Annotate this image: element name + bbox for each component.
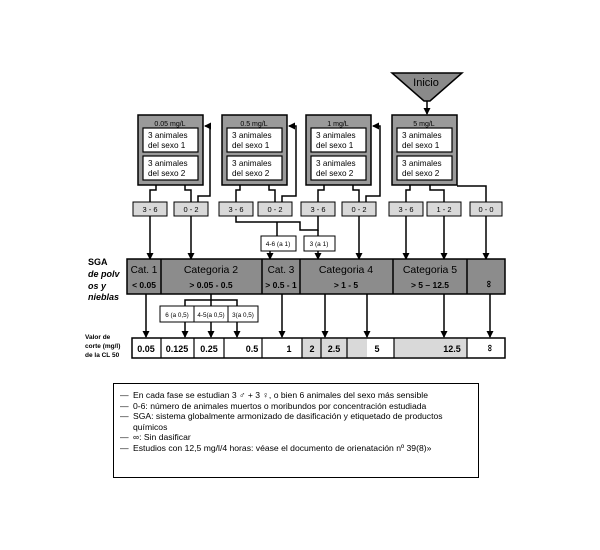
category-range: ∞ xyxy=(483,280,494,287)
category-name: Categoria 4 xyxy=(319,264,373,276)
outcome-label: 1 - 2 xyxy=(436,205,451,214)
stage-group2-line1: 3 animales xyxy=(148,159,188,168)
stage-3: 5 mg/L 3 animales del sexo 1 3 animales … xyxy=(391,114,458,186)
cutoff-value: 12.5 xyxy=(443,344,461,354)
stage-group1-line1: 3 animales xyxy=(148,131,188,140)
category-range: > 0.5 - 1 xyxy=(265,280,297,290)
mid-boxes: 4-6 (a 1) 3 (a 1) xyxy=(260,235,336,252)
stage-group1-line2: del sexo 1 xyxy=(316,141,354,150)
legend-item: — En cada fase se estudian 3 ♂ + 3 ♀, o … xyxy=(120,390,472,401)
stage-group1-line1: 3 animales xyxy=(316,131,356,140)
sga-label-line3: os y xyxy=(88,281,107,291)
cutoff-value: 0.05 xyxy=(137,344,155,354)
outcome-label: 3 - 6 xyxy=(398,205,413,214)
cutoff-value: 2.5 xyxy=(328,344,341,354)
category-name: Cat. 1 xyxy=(131,265,158,276)
stage-to-outcome-connectors xyxy=(149,185,487,202)
outcome-label: 0 - 2 xyxy=(351,205,366,214)
stage-group2-line1: 3 animales xyxy=(232,159,272,168)
legend-item: — ∞: Sin dasificar xyxy=(120,432,472,443)
legend-text: SGA: sistema globalmente armonizado de d… xyxy=(133,411,443,432)
stage-group1-line2: del sexo 1 xyxy=(402,141,440,150)
legend-dash: — xyxy=(120,442,129,453)
outcome-label: 0 - 2 xyxy=(183,205,198,214)
legend-item: — 0-6: número de animales muertos o mori… xyxy=(120,401,472,412)
category-range: < 0.05 xyxy=(132,280,156,290)
stage-group2-line2: del sexo 2 xyxy=(148,169,186,178)
stage-1: 0.5 mg/L 3 animales del sexo 1 3 animale… xyxy=(221,114,288,186)
legend-dash: — xyxy=(120,411,129,422)
stage-group1-line1: 3 animales xyxy=(402,131,442,140)
legend-dash: — xyxy=(120,390,129,400)
cutoff-value: ∞ xyxy=(484,344,495,351)
outcome-label: 3 - 6 xyxy=(310,205,325,214)
sub-box-label: 4-5(a 0,5) xyxy=(197,312,224,319)
outcome-label: 3 - 6 xyxy=(228,205,243,214)
legend-dash: — xyxy=(120,400,129,411)
stage-2: 1 mg/L 3 animales del sexo 1 3 animales … xyxy=(305,114,372,186)
stage-concentration: 0.5 mg/L xyxy=(240,121,267,128)
stage-group2-line1: 3 animales xyxy=(402,159,442,168)
category-range: > 1 - 5 xyxy=(334,280,359,290)
legend-item: — Estudios con 12,5 mg/l/4 horas: véase … xyxy=(120,443,472,454)
cutoff-value: 0.25 xyxy=(200,344,218,354)
sub-boxes: 6 (a 0,5) 4-5(a 0,5) 3(a 0,5) xyxy=(159,305,259,323)
start-label: Inicio xyxy=(413,77,439,89)
stage-group1-line2: del sexo 1 xyxy=(232,141,270,150)
cutoff-row: 0.05 0.125 0.25 0.5 1 2 2.5 5 12.5 ∞ xyxy=(131,337,506,359)
legend-text: 0-6: número de animales muertos o moribu… xyxy=(133,400,427,411)
category-name: Categoria 2 xyxy=(184,264,238,276)
outcome-down-arrows xyxy=(146,216,490,260)
start-node: Inicio xyxy=(390,72,464,115)
cutoff-value: 2 xyxy=(309,344,314,354)
stage-concentration: 0.05 mg/L xyxy=(154,121,185,128)
stage-concentration: 1 mg/L xyxy=(327,121,349,128)
stage-0: 0.05 mg/L 3 animales del sexo 1 3 animal… xyxy=(137,114,204,186)
band-to-cutoff-connectors xyxy=(142,294,494,338)
mid-connectors xyxy=(235,216,363,260)
legend-text: ∞: Sin dasificar xyxy=(133,432,191,443)
cutoff-label: Valor de corte (mg/l) de la CL 50 xyxy=(85,334,120,359)
escalation-arrows xyxy=(197,122,381,202)
stage-group2-line1: 3 animales xyxy=(316,159,356,168)
sub-box-label: 6 (a 0,5) xyxy=(165,312,188,319)
legend-text: Estudios con 12,5 mg/l/4 horas: véase el… xyxy=(133,442,432,453)
stage-group2-line2: del sexo 2 xyxy=(232,169,270,178)
legend-item: — SGA: sistema globalmente armonizado de… xyxy=(120,411,472,432)
outcome-label: 0 - 2 xyxy=(267,205,282,214)
stage-group2-line2: del sexo 2 xyxy=(316,169,354,178)
sga-label: SGA de polv os y nieblas xyxy=(88,257,120,302)
category-range: > 0.05 - 0.5 xyxy=(189,280,233,290)
sga-label-line4: nieblas xyxy=(88,292,119,302)
category-name: Cat. 3 xyxy=(268,265,295,276)
cutoff-value: 5 xyxy=(374,344,379,354)
cutoff-value: 0.125 xyxy=(166,344,189,354)
stage-group1-line1: 3 animales xyxy=(232,131,272,140)
stage-group2-line2: del sexo 2 xyxy=(402,169,440,178)
sga-label-line1: SGA xyxy=(88,257,108,267)
sga-label-line2: de polv xyxy=(88,269,120,279)
outcome-label: 3 - 6 xyxy=(142,205,157,214)
legend-text: En cada fase se estudian 3 ♂ + 3 ♀, o bi… xyxy=(133,390,428,400)
cutoff-label-line2: corte (mg/l) xyxy=(85,343,120,350)
category-range: > 5 – 12.5 xyxy=(411,280,449,290)
cutoff-label-line1: Valor de xyxy=(85,334,111,341)
category-name: Categoria 5 xyxy=(403,264,457,276)
cutoff-value: 1 xyxy=(286,344,291,354)
outcome-boxes: 3 - 6 0 - 2 3 - 6 0 - 2 3 - 6 0 - 2 3 - … xyxy=(132,201,503,217)
outcome-label: 0 - 0 xyxy=(478,205,493,214)
category-band: Cat. 1 < 0.05 Categoria 2 > 0.05 - 0.5 C… xyxy=(126,258,506,295)
cutoff-value: 0.5 xyxy=(246,344,259,354)
stage-concentration: 5 mg/L xyxy=(413,121,435,128)
legend-box: — En cada fase se estudian 3 ♂ + 3 ♀, o … xyxy=(113,383,479,478)
sub-box-label: 3(a 0,5) xyxy=(232,312,254,319)
mid-box-label: 3 (a 1) xyxy=(310,241,329,248)
stage-group1-line2: del sexo 1 xyxy=(148,141,186,150)
mid-box-label: 4-6 (a 1) xyxy=(266,241,291,248)
legend-dash: — xyxy=(120,432,129,443)
cutoff-label-line3: de la CL 50 xyxy=(85,352,120,359)
